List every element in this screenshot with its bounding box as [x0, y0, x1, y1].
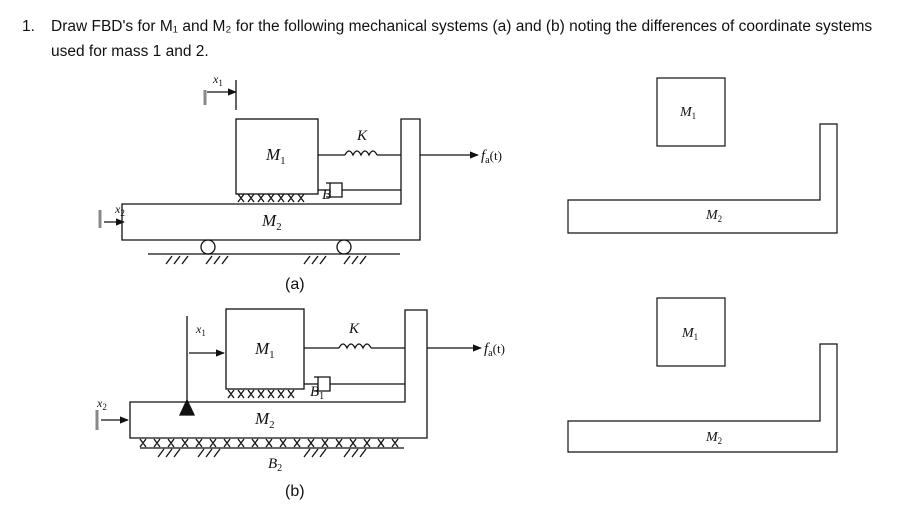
system-a-diagram	[98, 80, 479, 265]
spring-b	[304, 343, 405, 350]
damper-a	[318, 182, 401, 198]
fbd-a-mass2-shape	[567, 123, 838, 234]
mass2-body-b	[129, 309, 428, 439]
wheel-right-a	[336, 239, 352, 255]
label-m2-b: M2	[254, 409, 275, 431]
label-x2-a: x2	[114, 202, 125, 218]
fbd-b-mass2-label: M2	[705, 430, 722, 446]
label-b-a: B	[322, 187, 331, 203]
label-force-a: fa(t)	[481, 148, 502, 166]
coord-x2-indicator-b	[95, 410, 129, 430]
fbd-b-mass1-box	[656, 297, 726, 367]
label-force-b: fa(t)	[484, 341, 505, 359]
fbd-a-mass1-box	[656, 77, 726, 147]
spring-a	[318, 150, 401, 157]
fbd-a-mass1-label: M1	[679, 105, 696, 121]
fbd-b-mass1-label: M1	[681, 326, 698, 342]
fbd-b-mass2-shape	[567, 343, 838, 453]
label-k-a: K	[356, 128, 368, 144]
label-x1-b: x1	[195, 322, 206, 338]
mass1-block-a	[235, 118, 319, 195]
wheel-left-a	[200, 239, 216, 255]
label-x1-a: x1	[212, 72, 223, 88]
label-m1-a: M1	[265, 145, 286, 167]
mass1-block-b	[225, 308, 305, 390]
label-k-b: K	[348, 321, 360, 337]
label-b1-b: B1	[310, 384, 324, 402]
label-m1-b: M1	[254, 339, 275, 361]
damper2-b	[139, 438, 399, 448]
pivot-triangle-b	[178, 398, 196, 416]
system-b-diagram	[95, 308, 482, 458]
question-number: 1.	[22, 18, 35, 35]
coord-x2-indicator-a	[98, 210, 125, 228]
caption-b: (b)	[285, 483, 305, 500]
damper-inner-b	[304, 376, 405, 392]
mass2-body-a	[121, 118, 421, 241]
damper1-b	[227, 389, 295, 399]
fbd-a-mass2-label: M2	[705, 208, 722, 224]
bearing-a	[237, 193, 305, 203]
question-text: Draw FBD's for M₁ and M₂ for the followi…	[51, 18, 873, 60]
label-m2-a: M2	[261, 211, 282, 233]
label-b2-b: B2	[268, 456, 282, 474]
caption-a: (a)	[285, 276, 305, 293]
coord-x1-indicator-b	[186, 316, 225, 405]
label-x2-b: x2	[96, 396, 107, 412]
coord-x1-indicator-a	[203, 80, 237, 110]
